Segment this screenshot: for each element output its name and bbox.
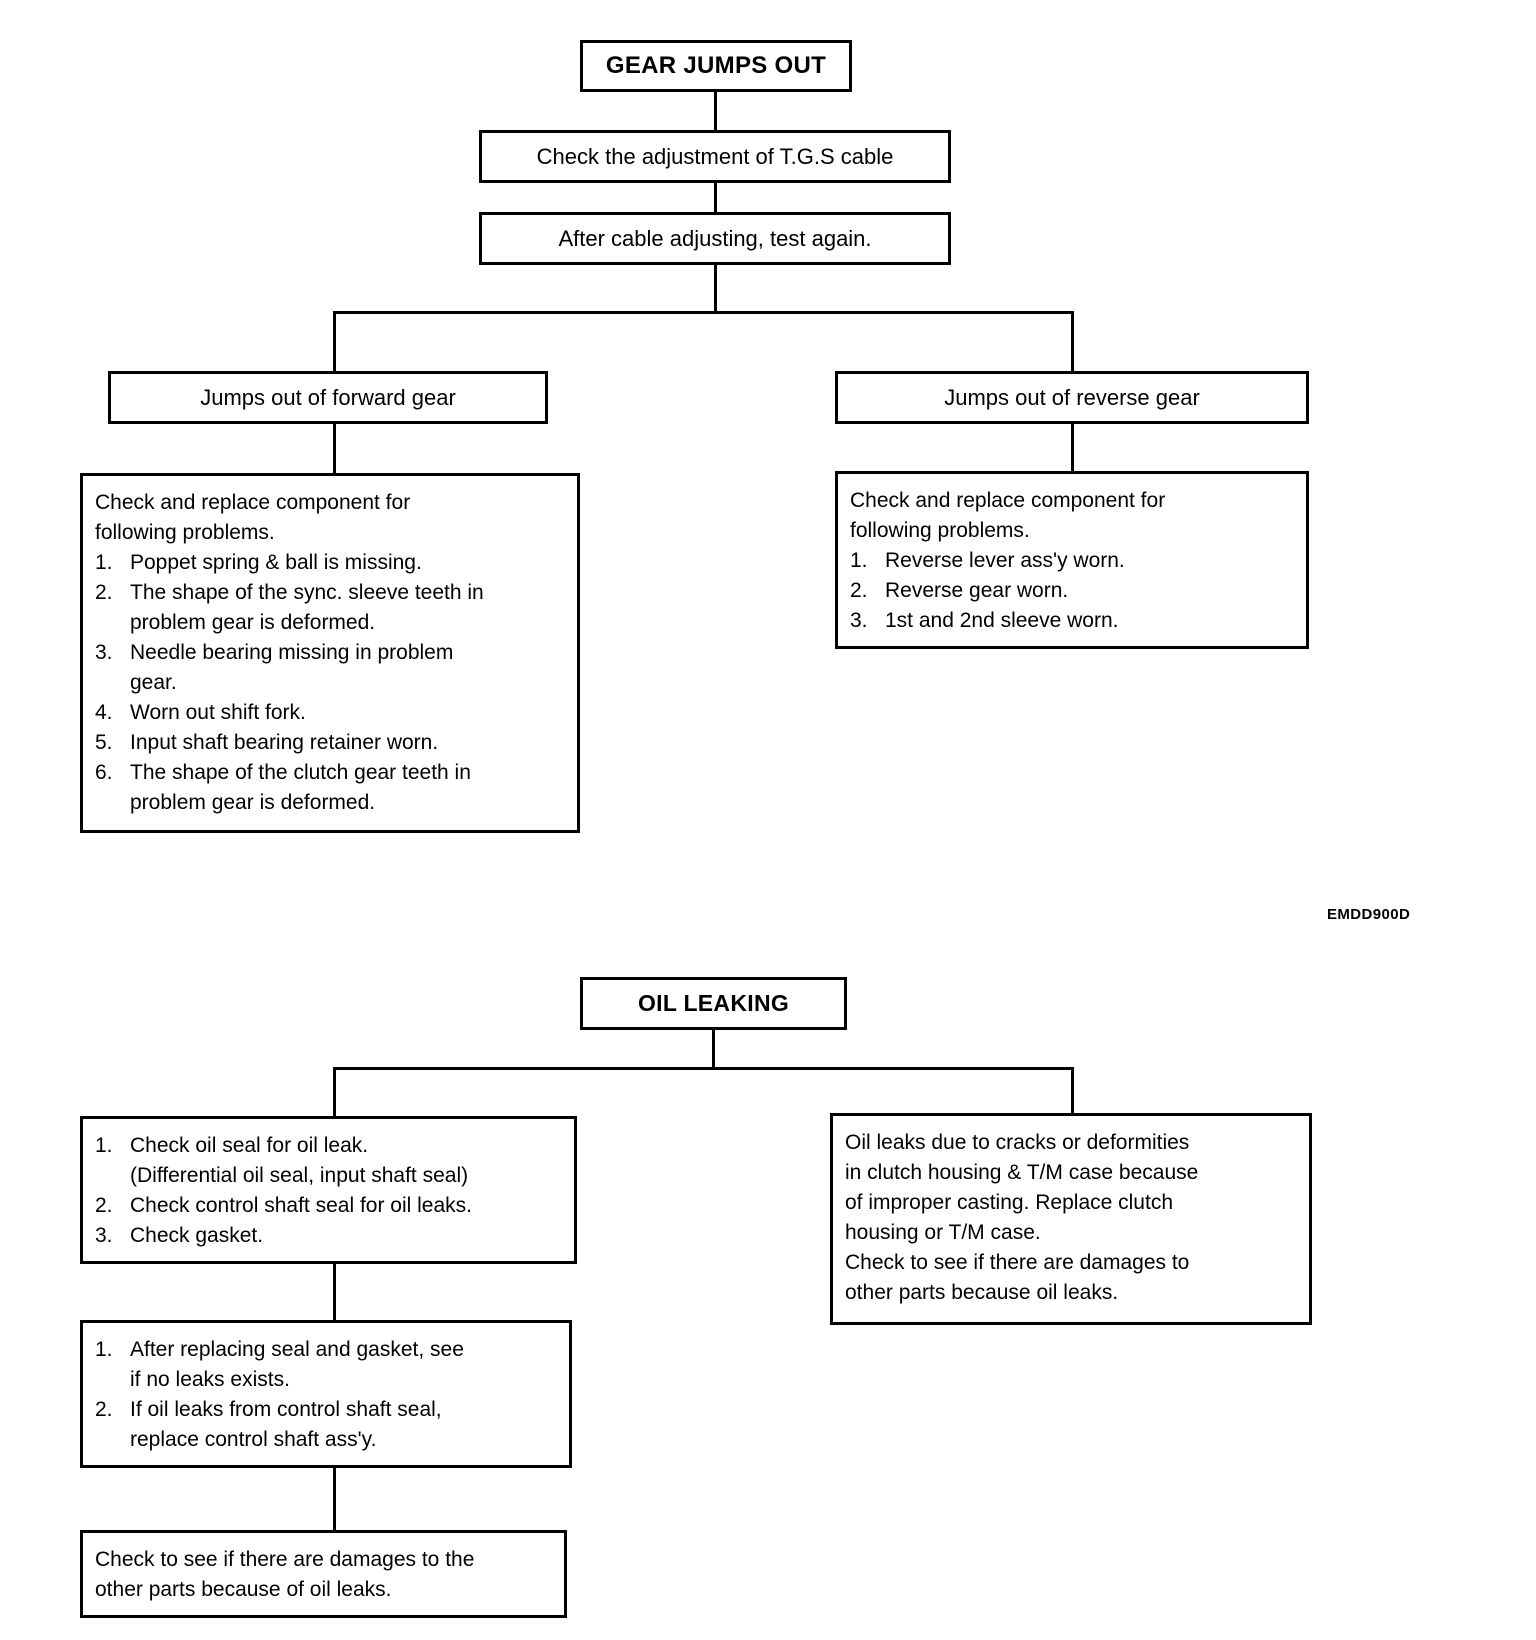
list-item: 2. Check control shaft seal for oil leak… xyxy=(95,1191,562,1221)
connector-line xyxy=(1071,1067,1074,1113)
gear-jumps-out-title: GEAR JUMPS OUT xyxy=(605,52,827,79)
item-number: 6. xyxy=(95,761,113,784)
list-item: 3. Needle bearing missing in problem gea… xyxy=(95,638,565,698)
oil-leaking-title: OIL LEAKING xyxy=(637,990,790,1016)
connector-line xyxy=(333,424,336,473)
item-number: 1. xyxy=(95,551,113,574)
connector-line xyxy=(333,1067,336,1116)
forward-gear-causes-box: Check and replace component for followin… xyxy=(80,473,580,833)
damage-check-box: Check to see if there are damages to the… xyxy=(80,1530,567,1618)
connector-line xyxy=(333,311,1074,314)
connector-line xyxy=(333,1067,1074,1070)
item-number: 4. xyxy=(95,701,113,724)
item-text: 1st and 2nd sleeve worn. xyxy=(885,609,1119,632)
item-text: Reverse lever ass'y worn. xyxy=(885,549,1125,572)
item-number: 1. xyxy=(95,1134,113,1157)
item-number: 2. xyxy=(95,1398,113,1421)
connector-line xyxy=(714,92,717,130)
item-text: Check control shaft seal for oil leaks. xyxy=(130,1194,472,1217)
item-number: 2. xyxy=(850,579,868,602)
item-text: Check oil seal for oil leak. (Differenti… xyxy=(130,1134,469,1187)
causes-intro: Check and replace component for followin… xyxy=(95,491,411,544)
replace-seal-gasket-box: 1. After replacing seal and gasket, see … xyxy=(80,1320,572,1468)
forward-gear-branch-box: Jumps out of forward gear xyxy=(108,371,548,424)
item-number: 1. xyxy=(850,549,868,572)
item-text: Reverse gear worn. xyxy=(885,579,1069,602)
damage-check-text: Check to see if there are damages to the… xyxy=(95,1548,475,1601)
item-text: Input shaft bearing retainer worn. xyxy=(130,731,439,754)
list-item: 1. Poppet spring & ball is missing. xyxy=(95,548,565,578)
list-item: 1. After replacing seal and gasket, see … xyxy=(95,1335,557,1395)
item-text: Check gasket. xyxy=(130,1224,264,1247)
list-item: 3. 1st and 2nd sleeve worn. xyxy=(850,606,1294,636)
connector-line xyxy=(333,311,336,371)
item-text: The shape of the clutch gear teeth in pr… xyxy=(130,761,471,814)
connector-line xyxy=(712,1030,715,1067)
item-number: 5. xyxy=(95,731,113,754)
item-text: If oil leaks from control shaft seal, re… xyxy=(130,1398,442,1451)
figure-code-label: EMDD900D xyxy=(1327,906,1411,923)
connector-line xyxy=(1071,311,1074,371)
item-number: 3. xyxy=(95,1224,113,1247)
item-text: Worn out shift fork. xyxy=(130,701,306,724)
oil-leaking-title-box: OIL LEAKING xyxy=(580,977,847,1030)
item-number: 3. xyxy=(850,609,868,632)
list-item: 4. Worn out shift fork. xyxy=(95,698,565,728)
connector-line xyxy=(333,1468,336,1530)
list-item: 5. Input shaft bearing retainer worn. xyxy=(95,728,565,758)
item-number: 1. xyxy=(95,1338,113,1361)
item-text: After replacing seal and gasket, see if … xyxy=(130,1338,464,1391)
test-again-text: After cable adjusting, test again. xyxy=(558,225,872,251)
item-number: 3. xyxy=(95,641,113,664)
connector-line xyxy=(333,1264,336,1320)
reverse-gear-causes-box: Check and replace component for followin… xyxy=(835,471,1309,649)
list-item: 1. Reverse lever ass'y worn. xyxy=(850,546,1294,576)
list-item: 6. The shape of the clutch gear teeth in… xyxy=(95,758,565,818)
gear-jumps-out-title-box: GEAR JUMPS OUT xyxy=(580,40,852,92)
casting-cracks-text: Oil leaks due to cracks or deformities i… xyxy=(845,1131,1199,1304)
casting-cracks-box: Oil leaks due to cracks or deformities i… xyxy=(830,1113,1312,1325)
forward-gear-branch-text: Jumps out of forward gear xyxy=(200,384,456,410)
item-text: The shape of the sync. sleeve teeth in p… xyxy=(130,581,484,634)
list-item: 2. Reverse gear worn. xyxy=(850,576,1294,606)
reverse-gear-branch-box: Jumps out of reverse gear xyxy=(835,371,1309,424)
item-text: Poppet spring & ball is missing. xyxy=(130,551,422,574)
test-again-box: After cable adjusting, test again. xyxy=(479,212,951,265)
connector-line xyxy=(714,265,717,311)
tgs-cable-adjust-text: Check the adjustment of T.G.S cable xyxy=(536,143,894,169)
connector-line xyxy=(1071,424,1074,471)
tgs-cable-adjust-box: Check the adjustment of T.G.S cable xyxy=(479,130,951,183)
reverse-gear-branch-text: Jumps out of reverse gear xyxy=(944,384,1200,410)
list-item: 2. The shape of the sync. sleeve teeth i… xyxy=(95,578,565,638)
list-item: 2. If oil leaks from control shaft seal,… xyxy=(95,1395,557,1455)
causes-intro: Check and replace component for followin… xyxy=(850,489,1166,542)
item-number: 2. xyxy=(95,1194,113,1217)
item-text: Needle bearing missing in problem gear. xyxy=(130,641,454,694)
list-item: 3. Check gasket. xyxy=(95,1221,562,1251)
list-item: 1. Check oil seal for oil leak. (Differe… xyxy=(95,1131,562,1191)
item-number: 2. xyxy=(95,581,113,604)
oil-seal-checks-box: 1. Check oil seal for oil leak. (Differe… xyxy=(80,1116,577,1264)
connector-line xyxy=(714,183,717,212)
